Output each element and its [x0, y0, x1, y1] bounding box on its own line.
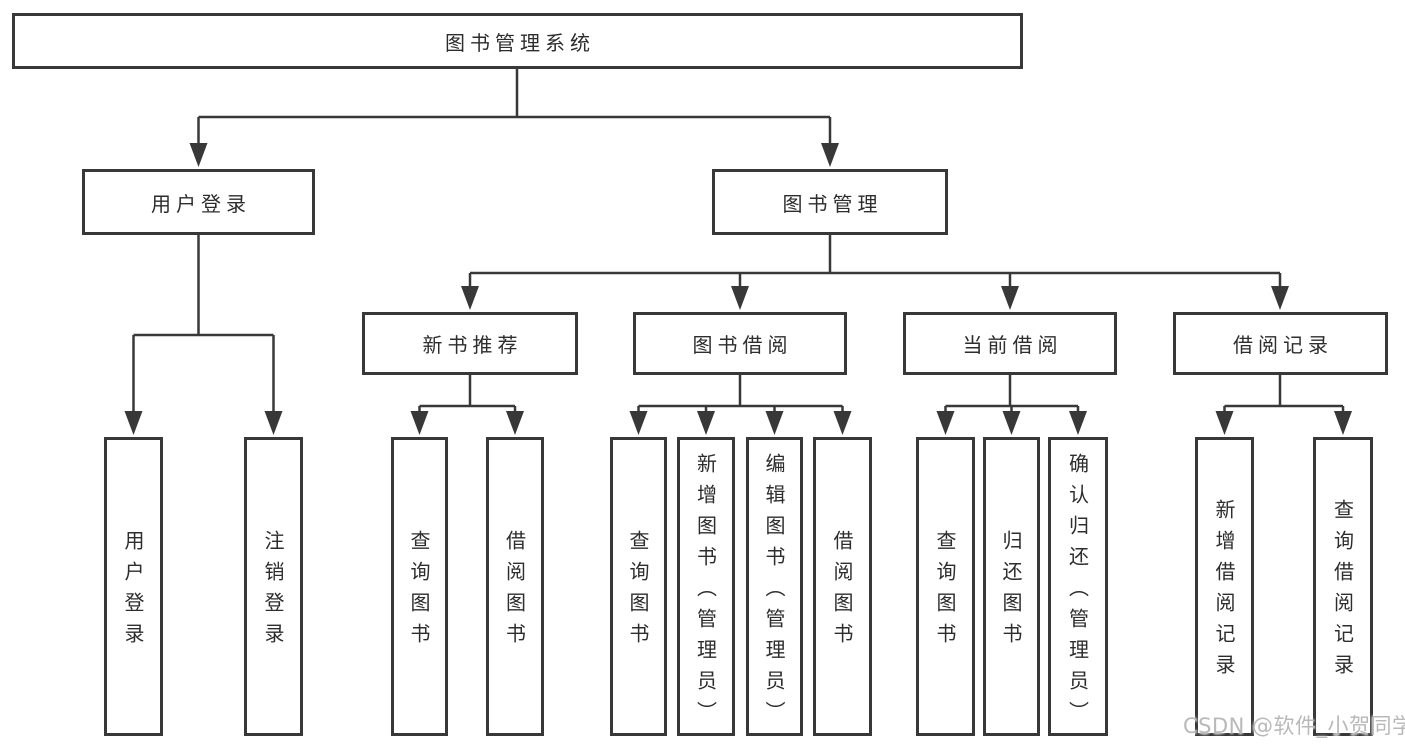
csdn-watermark: CSDN @软件_小贺同学 [1183, 714, 1405, 738]
leaf-recommend-borrow-books-label: 借阅图书 [502, 530, 527, 654]
leaf-records-query-record-label: 查询借阅记录 [1330, 499, 1355, 685]
leaf-logout-label: 注销登录 [261, 530, 285, 654]
leaf-recommend-query-books-label: 查询图书 [407, 530, 431, 654]
node-user-login: 用户登录 [82, 169, 315, 235]
leaf-borrow-query-books-label: 查询图书 [626, 530, 650, 654]
leaf-user-login-label: 用户登录 [121, 530, 145, 654]
leaf-current-return-books-label: 归还图书 [999, 530, 1023, 654]
leaf-records-add-record: 新增借阅记录 [1195, 437, 1254, 736]
leaf-current-query-books-label: 查询图书 [933, 530, 957, 654]
node-borrow-records: 借阅记录 [1173, 312, 1388, 375]
leaf-borrow-query-books: 查询图书 [610, 437, 667, 736]
leaf-user-login: 用户登录 [104, 437, 163, 736]
node-current-borrow-label: 当前借阅 [962, 333, 1063, 357]
node-new-book-recommend-label: 新书推荐 [422, 333, 523, 357]
leaf-current-confirm-return-admin-label: 确认归还（管理员） [1065, 452, 1090, 732]
node-book-borrow-label: 图书借阅 [692, 333, 793, 357]
node-current-borrow: 当前借阅 [903, 312, 1117, 375]
arrowheads [124, 143, 1352, 435]
leaf-recommend-borrow-books: 借阅图书 [486, 437, 544, 736]
leaf-records-query-record: 查询借阅记录 [1313, 437, 1373, 736]
leaf-borrow-borrow-books: 借阅图书 [813, 437, 872, 736]
node-new-book-recommend: 新书推荐 [362, 312, 578, 375]
leaf-current-return-books: 归还图书 [983, 437, 1040, 736]
node-book-management-label: 图书管理 [782, 191, 883, 216]
node-root-system-label: 图书管理系统 [445, 30, 595, 55]
node-root-system: 图书管理系统 [12, 13, 1023, 69]
node-borrow-records-label: 借阅记录 [1233, 333, 1333, 357]
leaf-current-confirm-return-admin: 确认归还（管理员） [1048, 437, 1108, 736]
leaf-borrow-edit-books-admin: 编辑图书（管理员） [746, 437, 803, 736]
leaf-borrow-add-books-admin-label: 新增图书（管理员） [693, 452, 718, 732]
leaf-recommend-query-books: 查询图书 [391, 437, 448, 736]
node-book-borrow: 图书借阅 [633, 312, 847, 375]
leaf-current-query-books: 查询图书 [916, 437, 975, 736]
node-user-login-label: 用户登录 [151, 191, 251, 216]
leaf-borrow-add-books-admin: 新增图书（管理员） [677, 437, 735, 736]
leaf-records-add-record-label: 新增借阅记录 [1212, 499, 1236, 685]
leaf-borrow-edit-books-admin-label: 编辑图书（管理员） [762, 452, 786, 732]
leaf-borrow-borrow-books-label: 借阅图书 [830, 530, 854, 654]
node-book-management: 图书管理 [712, 169, 948, 235]
leaf-logout: 注销登录 [244, 437, 303, 736]
